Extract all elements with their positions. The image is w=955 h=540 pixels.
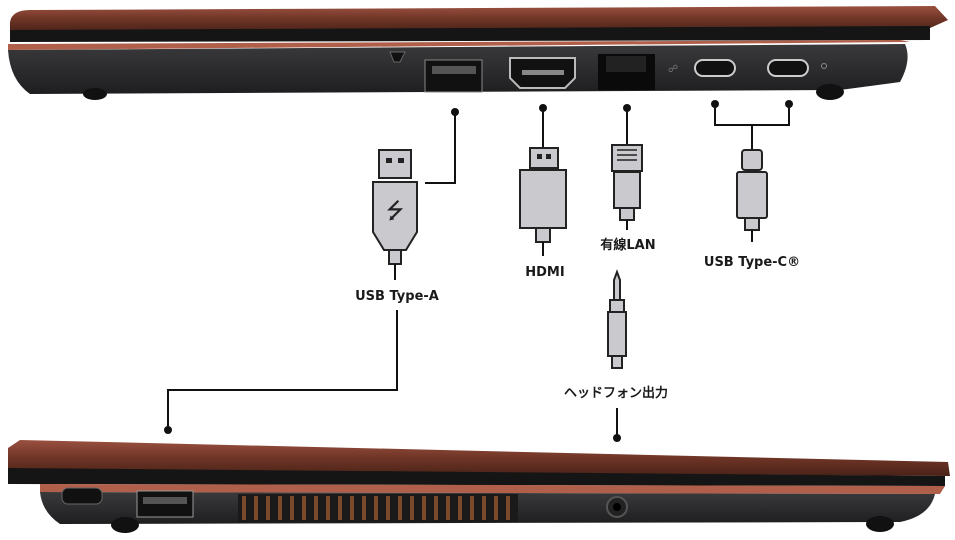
- usb-a-connector: ⭍ USB Type-A: [164, 108, 459, 434]
- usb-symbol-icon: ⭍: [386, 199, 404, 224]
- hdmi-connector: HDMI: [519, 104, 567, 280]
- laptop-right-side: ☍: [8, 6, 948, 100]
- usb-a-port: [424, 59, 483, 93]
- security-lock-slot: [61, 487, 103, 505]
- label-headphone: ヘッドフォン出力: [564, 385, 668, 401]
- label-lan: 有線LAN: [600, 237, 655, 253]
- lan-icon: ☍: [668, 64, 678, 75]
- lan-connector: 有線LAN: [600, 104, 656, 253]
- usb-c-port-2: [767, 59, 809, 77]
- label-usb-type-a: USB Type-A: [355, 289, 439, 304]
- label-usb-type-c: USB Type-C®: [704, 255, 800, 270]
- vent-grille: [238, 494, 518, 522]
- headphone-connector: ヘッドフォン出力: [564, 269, 668, 442]
- laptop-left-side: [8, 440, 950, 533]
- label-hdmi: HDMI: [525, 265, 564, 280]
- kensington-mark-icon: [389, 51, 406, 63]
- status-led: [821, 63, 827, 69]
- usb-c-connector: USB Type-C®: [704, 100, 800, 270]
- usb-c-port-1: [694, 59, 736, 77]
